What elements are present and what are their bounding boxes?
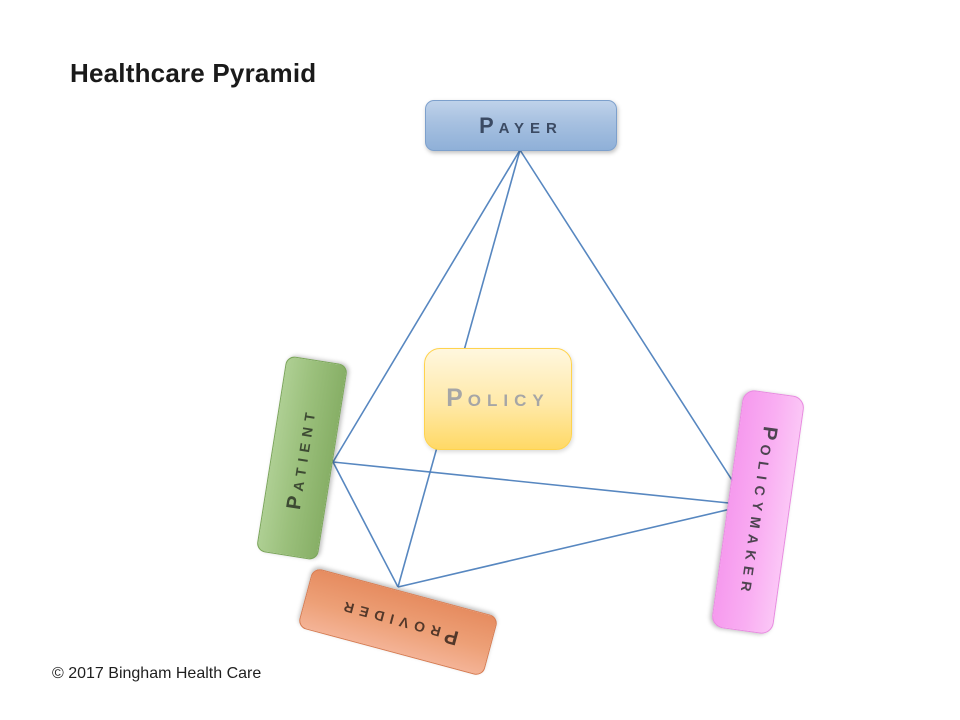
node-policymaker-label: Policymaker (737, 425, 782, 599)
node-payer: Payer (425, 100, 617, 151)
edge-patient-policymaker (332, 461, 749, 506)
node-payer-label: Payer (479, 112, 563, 138)
node-patient-label: Patient (282, 405, 319, 512)
edge-payer-patient (332, 149, 521, 463)
copyright-text: © 2017 Bingham Health Care (52, 665, 262, 682)
node-policy-label: Policy (446, 385, 550, 412)
edge-provider-policymaker (397, 504, 749, 588)
slide-title: Healthcare Pyramid (70, 58, 317, 88)
node-provider-label: Provider (336, 597, 461, 650)
edge-payer-policymaker (519, 149, 749, 506)
node-policy: Policy (424, 348, 572, 450)
edge-patient-provider (332, 461, 399, 588)
